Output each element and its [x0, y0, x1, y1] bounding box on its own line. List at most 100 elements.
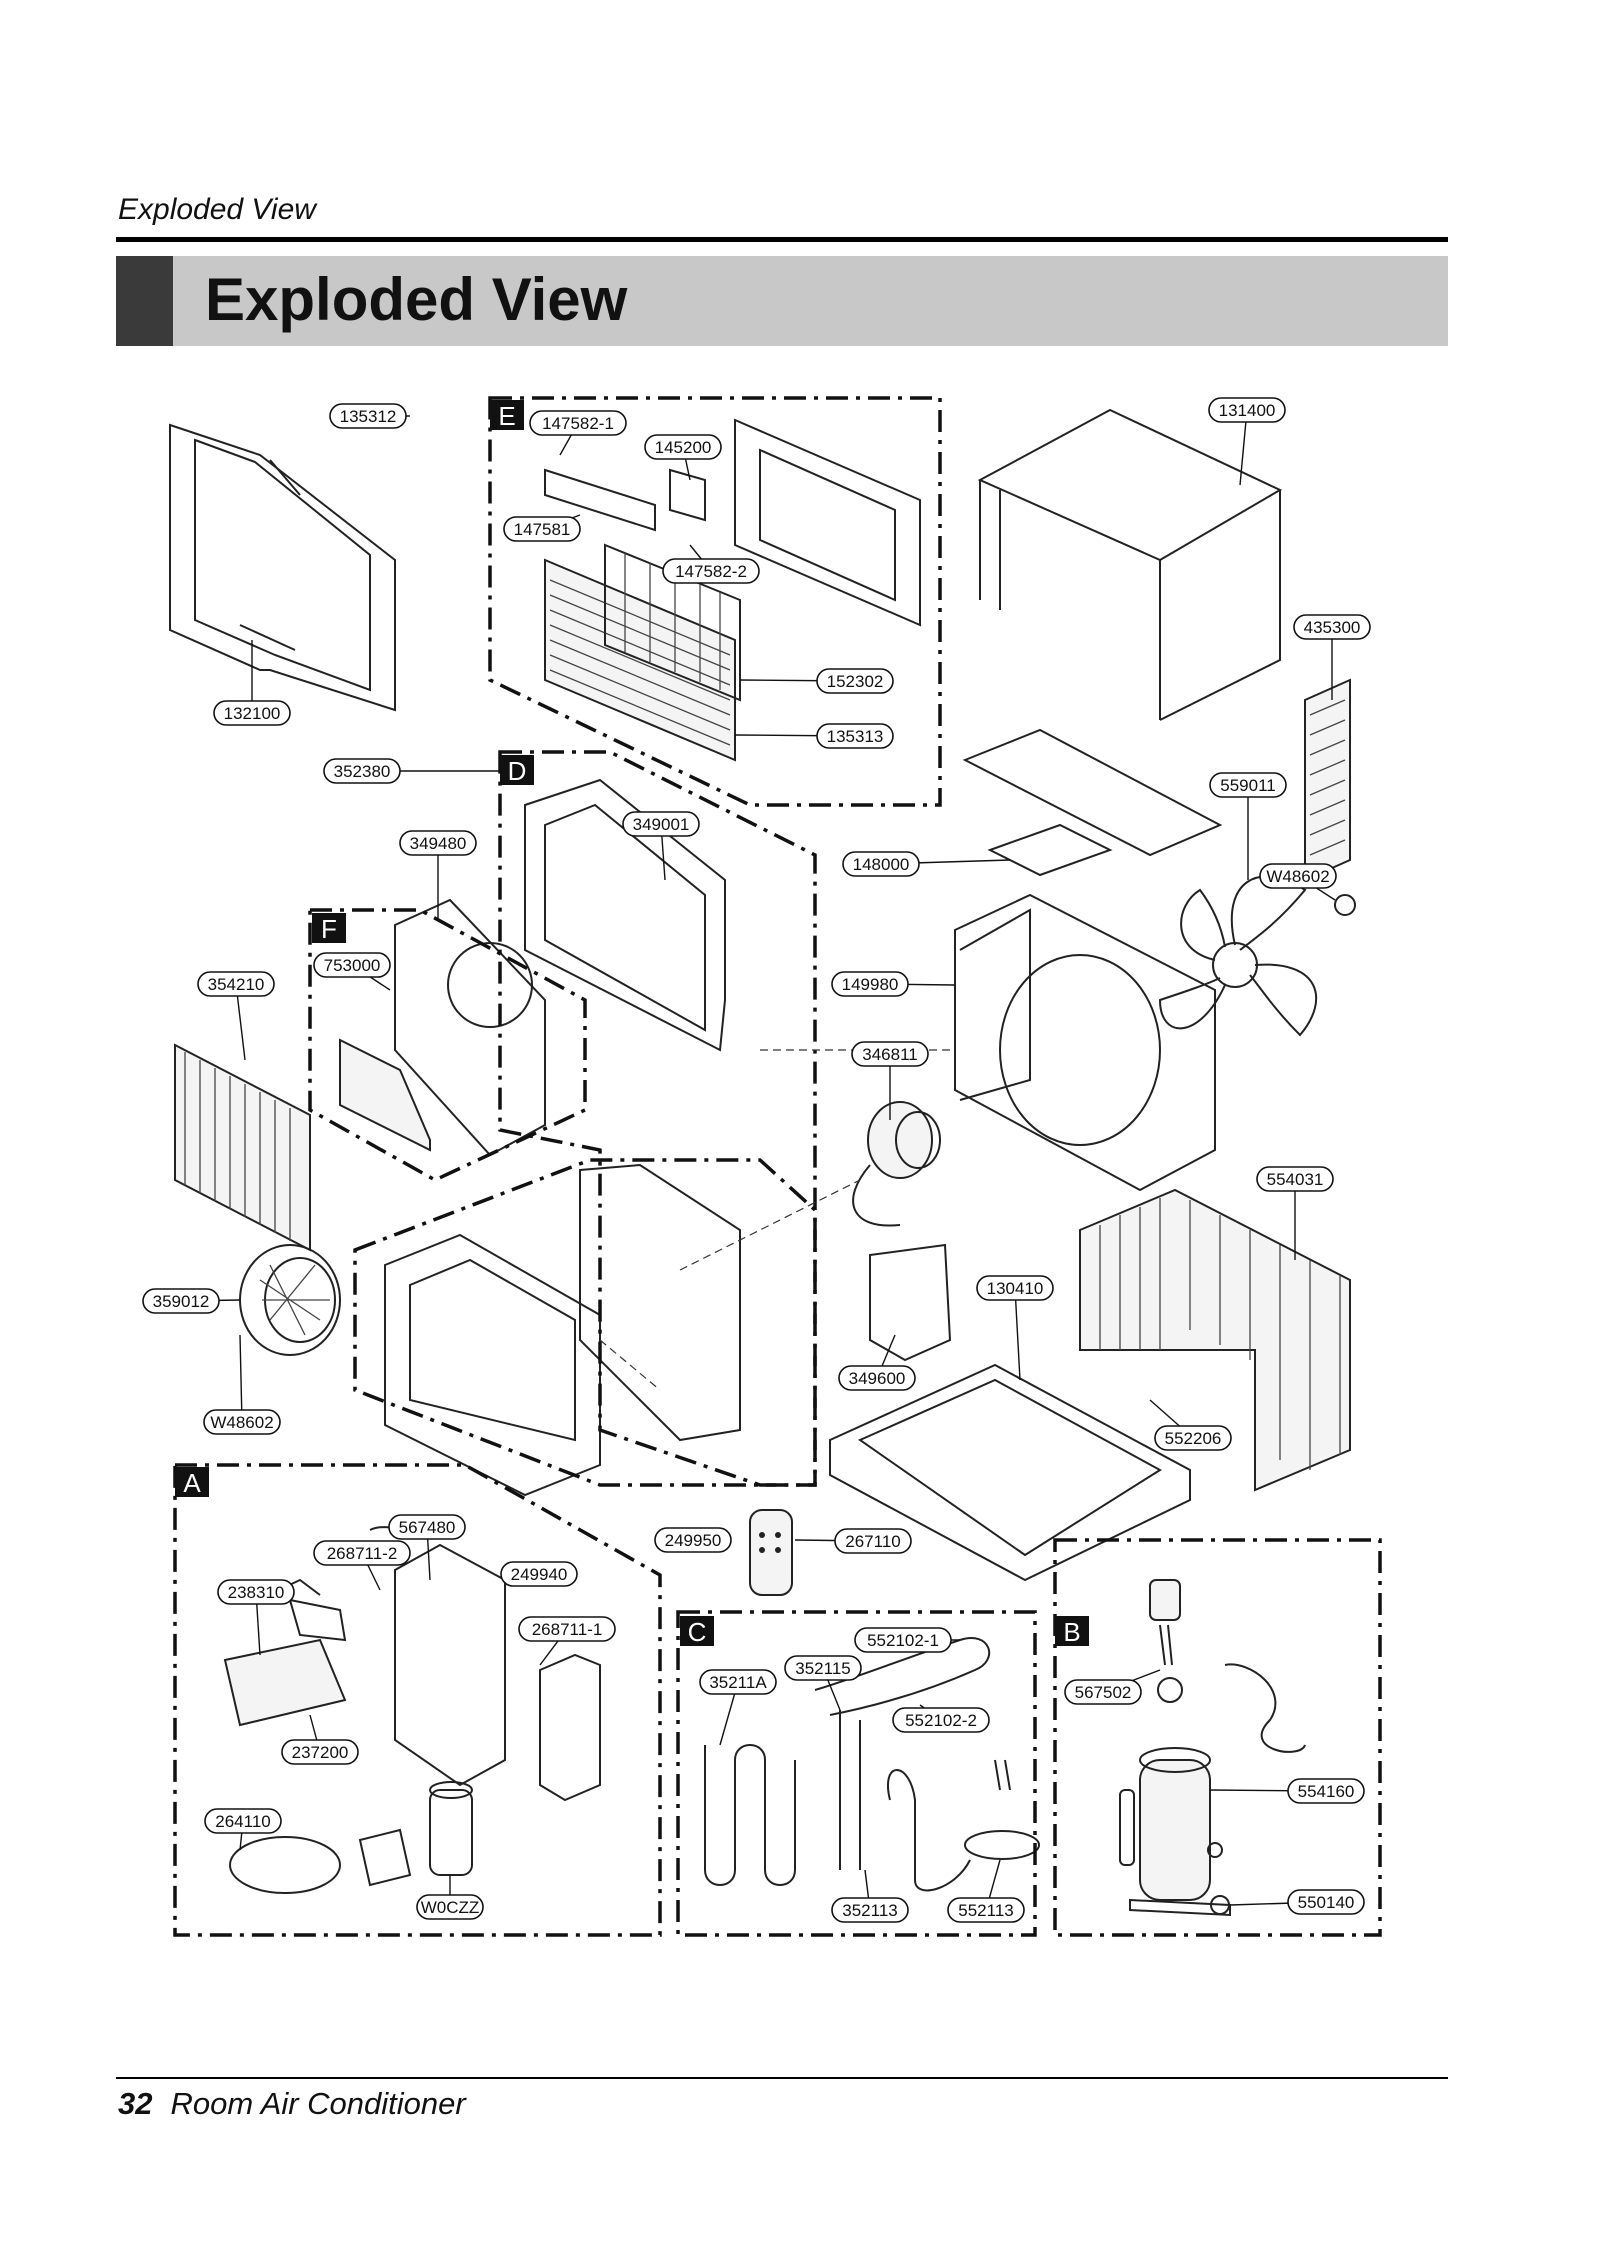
control-chassis — [524, 778, 726, 1052]
part-number: 268711-1 — [532, 1620, 603, 1639]
part-number: 267110 — [845, 1532, 900, 1551]
running-header: Exploded View — [118, 193, 316, 226]
part-number: 552102-1 — [867, 1631, 939, 1650]
callout-leader — [239, 1334, 243, 1423]
callout-bubble — [142, 1288, 220, 1314]
callout-bubble — [831, 971, 909, 997]
callout-bubble — [834, 1528, 912, 1554]
svg-text:D: D — [508, 756, 527, 786]
svg-text:A: A — [183, 1468, 201, 1498]
part-callout: W48602 — [203, 1409, 281, 1435]
callout-bubble — [854, 1627, 952, 1653]
callout-bubble — [1064, 1679, 1142, 1705]
part-callout: 352380 — [323, 758, 401, 784]
part-number: 554160 — [1298, 1782, 1355, 1801]
part-callout: 349480 — [399, 830, 477, 856]
part-callout: 268711-2 — [313, 1540, 411, 1566]
part-number: 132100 — [224, 704, 281, 723]
part-callout: W0CZZ — [416, 1894, 484, 1920]
section-label-a: A — [175, 1467, 209, 1498]
part-number: 435300 — [1304, 618, 1361, 637]
part-number: W48602 — [1266, 867, 1329, 886]
part-callout: 435300 — [1293, 614, 1371, 640]
fan-shroud — [954, 893, 1216, 1192]
part-callout: 552206 — [1154, 1425, 1232, 1451]
cabinet — [977, 408, 1283, 721]
section-label-d: D — [500, 755, 534, 786]
part-callout: 35211A — [699, 1669, 777, 1695]
part-number: 268711-2 — [327, 1544, 398, 1563]
part-callout: 552113 — [947, 1897, 1025, 1923]
svg-text:F: F — [321, 914, 337, 944]
callout-bubble — [329, 403, 407, 429]
part-number: 135312 — [340, 407, 397, 426]
part-number: 149980 — [842, 975, 899, 994]
svg-text:B: B — [1063, 1617, 1080, 1647]
callout-bubble — [1287, 1778, 1365, 1804]
part-number: 35211A — [709, 1673, 767, 1692]
callout-bubble — [622, 811, 700, 837]
callout-bubble — [1293, 614, 1371, 640]
part-number: 237200 — [292, 1743, 349, 1762]
remote-controller — [749, 1509, 793, 1596]
title-bar — [116, 256, 1448, 346]
svg-text:E: E — [498, 401, 515, 431]
callout-bubble — [529, 410, 627, 436]
part-callout: 354210 — [197, 971, 275, 997]
callout-bubble — [842, 851, 920, 877]
part-callout: 249940 — [500, 1561, 578, 1587]
part-callout: 567480 — [388, 1514, 466, 1540]
part-number: W48602 — [210, 1413, 273, 1432]
part-number: 147582-1 — [542, 414, 614, 433]
part-number: 145200 — [655, 438, 712, 457]
footer-rule — [116, 2077, 1448, 2079]
part-callout: 147581 — [503, 516, 581, 542]
section-d-boundary — [498, 750, 817, 1487]
part-number: 554031 — [1267, 1170, 1324, 1189]
callout-bubble — [1154, 1425, 1232, 1451]
part-number: 130410 — [987, 1279, 1044, 1298]
part-illustrations — [169, 408, 1356, 1917]
part-callout: 554160 — [1287, 1778, 1365, 1804]
air-guide — [962, 728, 1223, 877]
callout-bubble — [654, 1527, 732, 1553]
callout-leader — [1014, 1287, 1021, 1381]
section-c-boundary — [676, 1610, 1037, 1937]
part-callout: 550140 — [1287, 1889, 1365, 1915]
part-callout: 152302 — [816, 668, 894, 694]
callout-bubble — [1208, 397, 1286, 423]
part-number: 349600 — [849, 1369, 906, 1388]
part-number: 552206 — [1165, 1429, 1222, 1448]
callout-bubble — [892, 1707, 990, 1733]
callout-bubble — [784, 1655, 862, 1681]
callout-bubble — [1209, 772, 1287, 798]
part-callout: 552102-1 — [854, 1627, 952, 1653]
callout-bubble — [838, 1365, 916, 1391]
part-callout: 552102-2 — [892, 1707, 990, 1733]
part-callout: 267110 — [834, 1528, 912, 1554]
section-b-boundary — [1053, 1538, 1382, 1937]
callout-bubble — [1287, 1889, 1365, 1915]
part-callout: 268711-1 — [518, 1616, 616, 1642]
section-a-boundary — [173, 1463, 662, 1937]
title-block-accent — [116, 256, 173, 346]
fan-motor — [852, 1101, 941, 1227]
callout-bubble — [500, 1561, 578, 1587]
part-number: 349480 — [410, 834, 467, 853]
callout-bubble — [217, 1579, 295, 1605]
header-rule — [116, 237, 1448, 242]
part-callout: 149980 — [831, 971, 909, 997]
page-title: Exploded View — [205, 266, 628, 333]
part-number: 352380 — [334, 762, 391, 781]
part-callout: 145200 — [644, 434, 722, 460]
callout-bubble — [204, 1808, 282, 1834]
part-callout: 559011 — [1209, 772, 1287, 798]
side-louver — [1304, 678, 1351, 882]
callout-bubble — [851, 1041, 929, 1067]
compressor-assembly — [1119, 1579, 1306, 1917]
part-callout: 238310 — [217, 1579, 295, 1605]
part-number: 550140 — [1298, 1893, 1355, 1912]
part-callout: 147582-1 — [529, 410, 627, 436]
